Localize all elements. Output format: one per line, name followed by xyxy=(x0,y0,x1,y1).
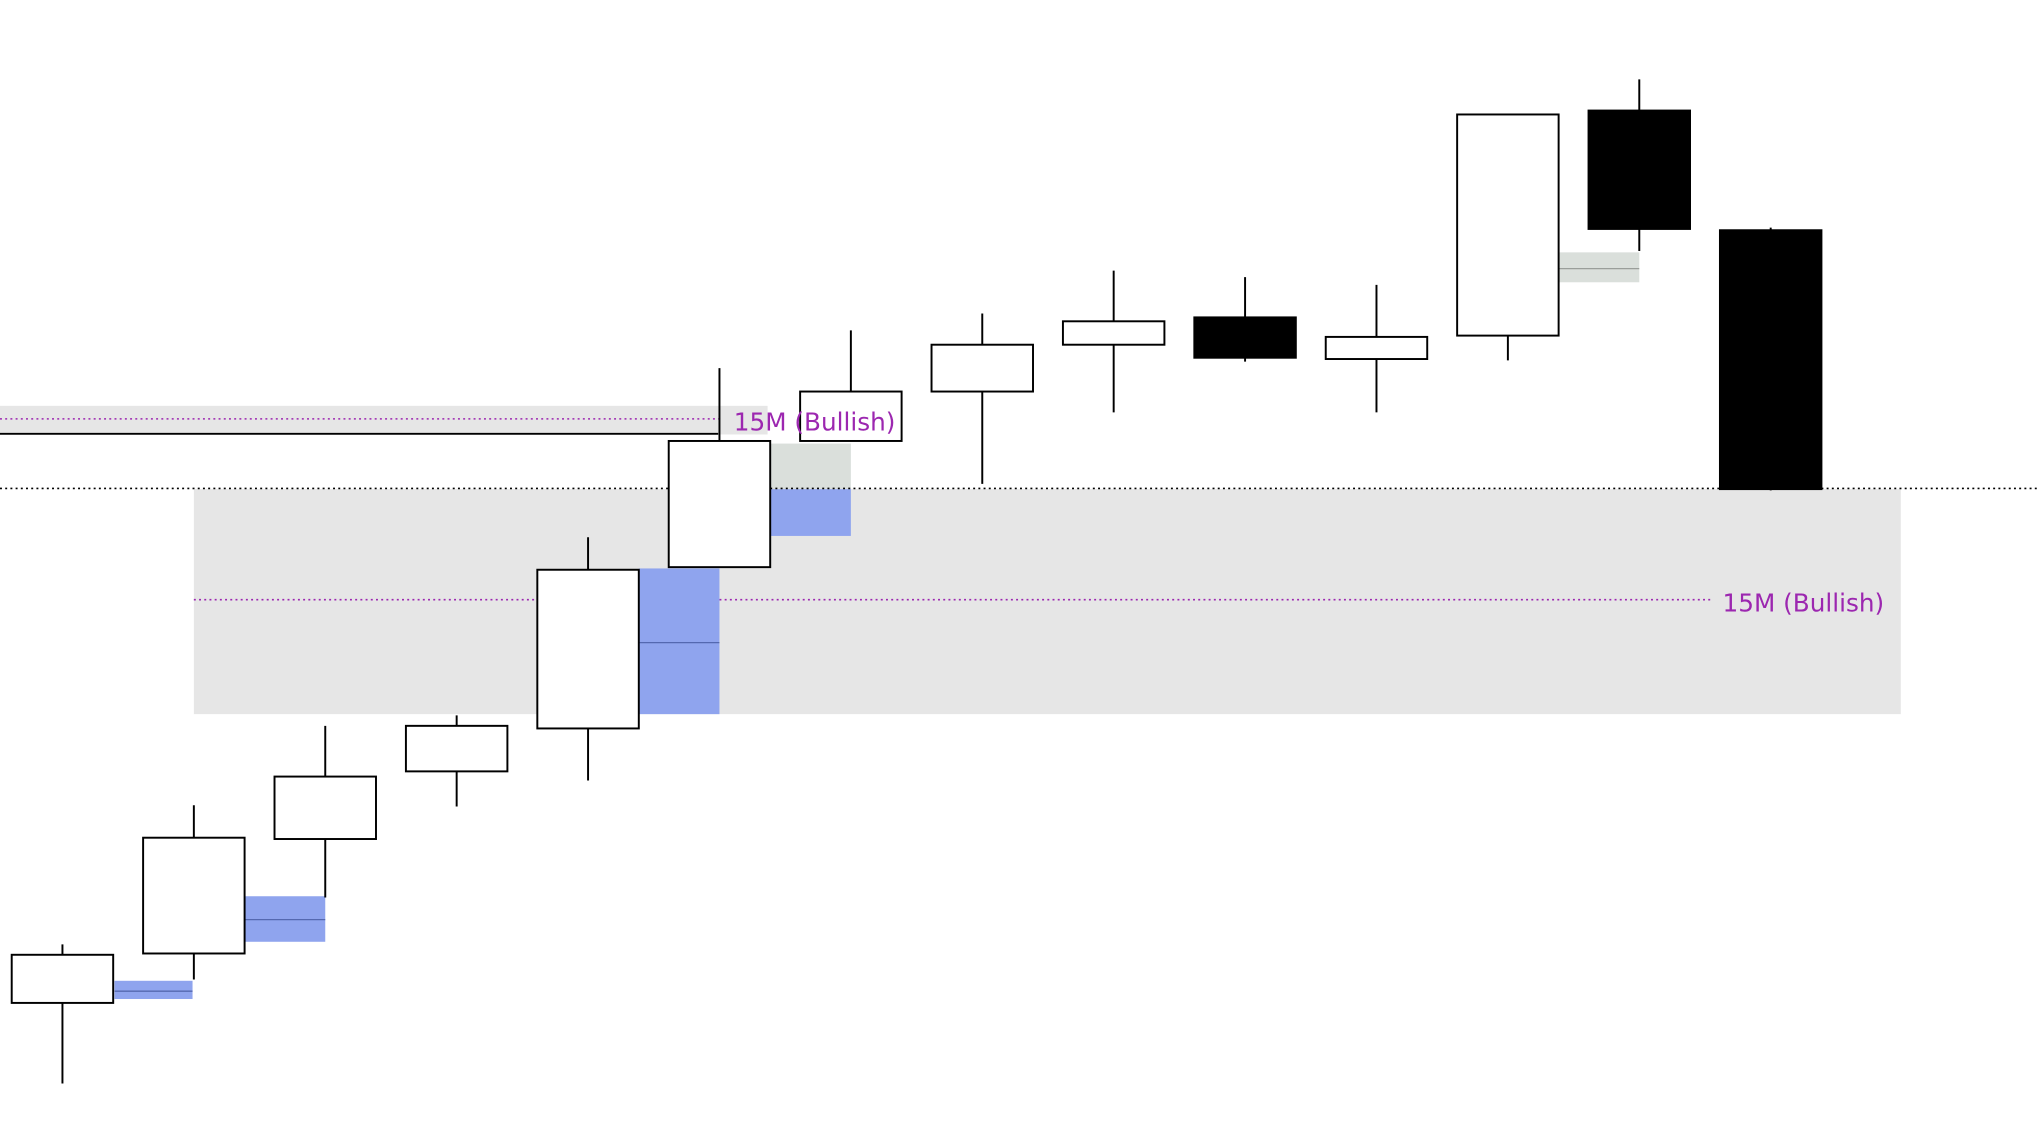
zone-upper-label: 15M (Bullish) xyxy=(734,408,896,437)
candles-group xyxy=(10,79,1823,1084)
zone-lower xyxy=(193,489,1901,715)
fvg-3 xyxy=(638,568,720,715)
candle-bullish xyxy=(1324,335,1429,360)
candle-bullish xyxy=(1061,320,1166,346)
fvg-4 xyxy=(770,489,851,536)
fvg-neutral-2 xyxy=(1558,252,1640,283)
candle-bullish xyxy=(1456,113,1560,337)
candle-bullish xyxy=(930,343,1034,393)
fvg-1 xyxy=(114,980,193,1000)
candle-bearish xyxy=(1193,316,1297,359)
candle-bullish xyxy=(536,568,640,730)
candle-bullish xyxy=(799,390,903,442)
candle-bullish xyxy=(667,439,772,569)
zone-upper xyxy=(0,405,768,435)
candle-bullish xyxy=(142,836,246,955)
candle-bullish xyxy=(404,724,509,773)
candle-bearish xyxy=(1587,109,1692,230)
candle-bullish xyxy=(273,775,377,840)
fvg-neutral-1 xyxy=(770,443,851,490)
candle-bullish xyxy=(10,953,115,1004)
candle-bearish xyxy=(1718,229,1823,491)
zone-lower-label: 15M (Bullish) xyxy=(1723,588,1885,617)
